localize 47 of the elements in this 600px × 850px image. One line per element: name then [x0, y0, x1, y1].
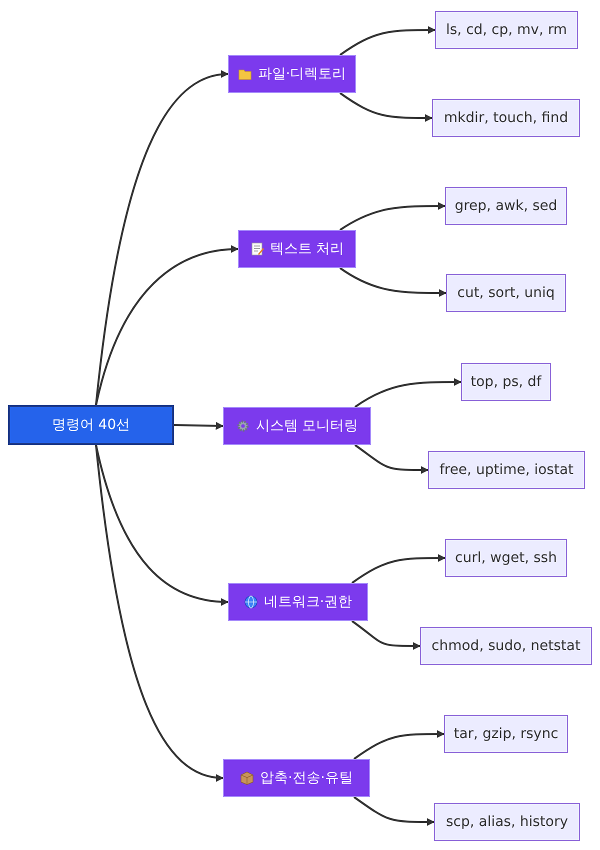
arrow — [351, 554, 446, 584]
arrow — [353, 730, 445, 760]
root-box — [8, 405, 174, 445]
category-label: 시스템 모니터링 — [256, 417, 358, 435]
command-label: scp, alias, history — [446, 814, 568, 830]
command-label: grep, awk, sed — [454, 198, 558, 214]
arrow — [354, 378, 462, 408]
category-box — [223, 407, 371, 445]
command-box — [432, 99, 580, 137]
command-label: free, uptime, iostat — [439, 462, 574, 478]
command-box — [420, 627, 592, 665]
command-box — [461, 363, 551, 401]
command-box — [435, 11, 578, 49]
category-label: 압축·전송·유틸 — [260, 769, 353, 787]
command-label: cut, sort, uniq — [457, 285, 555, 301]
arrow — [339, 26, 436, 56]
arrow — [353, 796, 435, 826]
category-box — [228, 583, 368, 621]
category-box — [238, 230, 356, 268]
category-label: 파일·디렉토리 — [258, 65, 346, 83]
arrow — [174, 422, 224, 430]
arrow — [95, 444, 224, 782]
arrow — [95, 245, 239, 406]
command-label: top, ps, df — [470, 374, 542, 390]
command-label: mkdir, touch, find — [444, 110, 568, 126]
command-box — [444, 715, 568, 753]
category-label: 텍스트 처리 — [270, 240, 344, 258]
category-label: 네트워크·권한 — [264, 593, 352, 611]
command-label: tar, gzip, rsync — [454, 726, 558, 742]
command-box — [434, 803, 580, 841]
category-box — [223, 759, 370, 797]
command-label: ls, cd, cp, mv, rm — [446, 22, 568, 38]
arrow — [351, 620, 421, 650]
category-box — [228, 55, 356, 93]
arrow — [339, 92, 433, 122]
arrow — [95, 444, 229, 606]
arrow — [339, 202, 446, 231]
arrow — [354, 444, 429, 474]
command-box — [445, 539, 567, 577]
command-label: curl, wget, ssh — [455, 550, 557, 566]
command-box — [446, 274, 566, 312]
root-label: 명령어 40선 — [52, 416, 130, 434]
command-label: chmod, sudo, netstat — [432, 638, 580, 654]
arrow — [95, 70, 229, 406]
command-box — [428, 451, 585, 489]
arrow — [339, 267, 447, 297]
command-box — [445, 187, 567, 225]
